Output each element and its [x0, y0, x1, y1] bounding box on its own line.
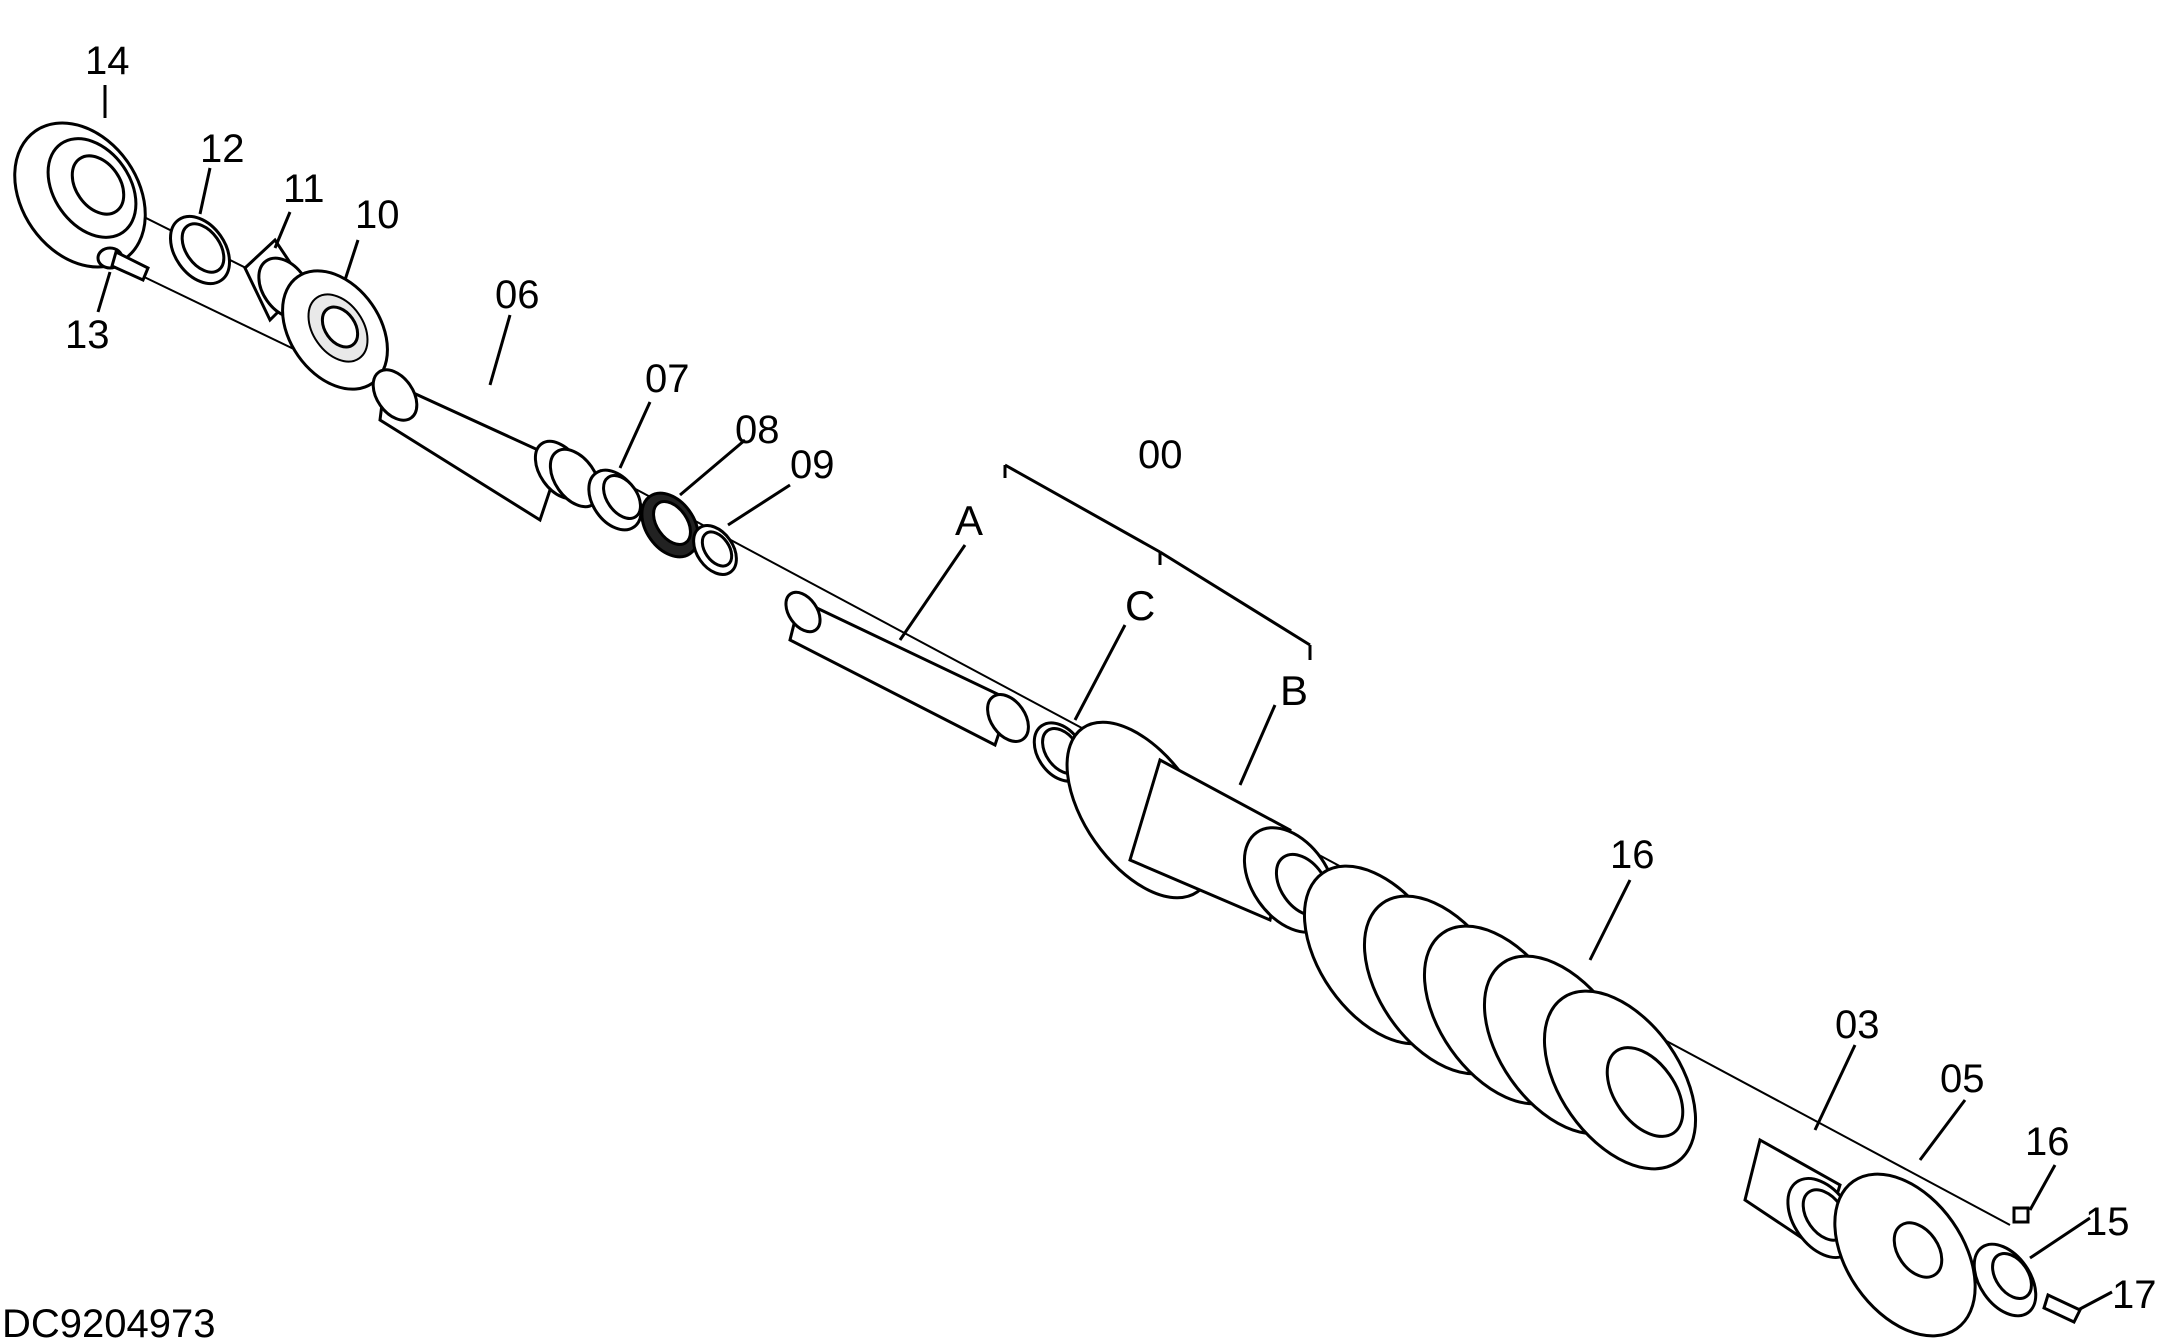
part-10-flange: [281, 269, 389, 391]
callout-16-screw: 16: [2025, 1120, 2070, 1164]
part-13-bolt: [96, 246, 150, 283]
callout-b: B: [1280, 667, 1308, 714]
part-07-ring: [587, 468, 643, 532]
callout-17: 17: [2112, 1273, 2157, 1317]
callout-14: 14: [85, 39, 130, 83]
part-17-fitting: [2042, 1292, 2083, 1324]
callout-11: 11: [283, 167, 325, 211]
callout-06: 06: [495, 273, 540, 317]
part-a-rod: [784, 590, 1030, 748]
callout-07: 07: [645, 357, 690, 401]
drawing-code: DC9204973: [2, 1302, 216, 1344]
callout-13: 13: [65, 313, 110, 357]
callout-16-spring: 16: [1610, 833, 1655, 877]
callout-c: C: [1125, 582, 1155, 629]
part-16-set-screw: [2012, 1206, 2030, 1224]
callout-10: 10: [355, 193, 400, 237]
callout-05: 05: [1940, 1057, 1985, 1101]
callout-a: A: [955, 497, 983, 544]
part-08-seal: [640, 491, 700, 559]
part-14-end-cap: [13, 121, 147, 269]
part-15-nut: [1972, 1242, 2038, 1318]
callout-03: 03: [1835, 1003, 1880, 1047]
part-09-snap-ring: [692, 524, 738, 576]
callout-00: 00: [1138, 433, 1183, 477]
callout-09: 09: [790, 443, 835, 487]
part-12-ring: [169, 214, 231, 286]
part-06-cylinder: [371, 368, 602, 523]
part-05-washer: [1833, 1172, 1977, 1338]
callout-labels: 14 12 11 10 13 06 07 08 09 00 A C B 16 0…: [65, 39, 2157, 1317]
callout-15: 15: [2085, 1200, 2130, 1244]
callout-08: 08: [735, 408, 780, 452]
part-16-spring: [1302, 864, 1698, 1171]
callout-12: 12: [200, 127, 245, 171]
leader-lines: [96, 85, 2113, 1312]
